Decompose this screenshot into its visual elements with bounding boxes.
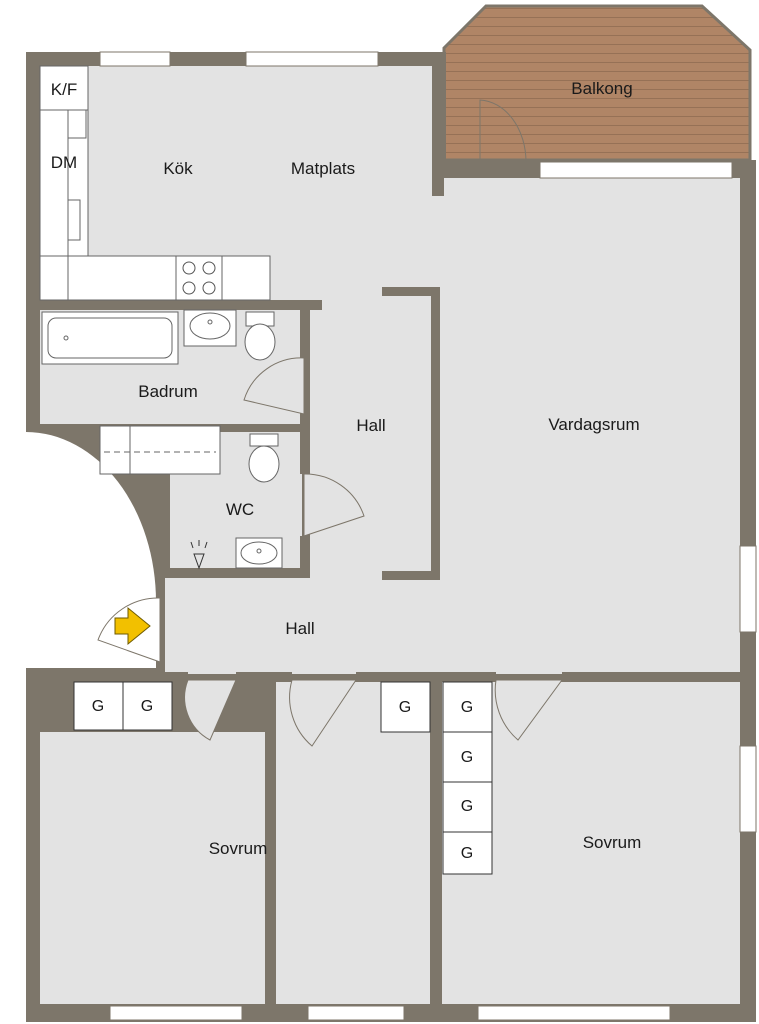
dishwasher-label: DM xyxy=(51,153,77,172)
room-label-kitchen: Kök xyxy=(163,159,193,178)
entrance-door xyxy=(97,597,161,663)
wardrobe-label: G xyxy=(399,699,411,716)
wardrobe-label: G xyxy=(461,798,473,815)
bathroom-toilet-icon xyxy=(244,311,276,361)
ventilation-icon xyxy=(190,540,208,570)
windows xyxy=(99,51,757,1021)
shower-area xyxy=(99,425,221,475)
wardrobe-label: G xyxy=(92,698,104,715)
room-label-bedroom-right: Sovrum xyxy=(583,833,642,852)
kitchen-counter xyxy=(39,65,271,301)
wardrobe-label: G xyxy=(461,699,473,716)
bathtub-icon xyxy=(41,311,179,365)
stove-icon xyxy=(182,261,216,295)
room-label-hall-main: Hall xyxy=(285,619,314,638)
room-label-balcony: Balkong xyxy=(571,79,632,98)
entrance-cutout xyxy=(0,432,156,668)
room-label-bedroom-left: Sovrum xyxy=(209,839,268,858)
wardrobe-label: G xyxy=(461,749,473,766)
wardrobes xyxy=(73,681,493,875)
wardrobe-label: G xyxy=(461,845,473,862)
fridge-freezer-label: K/F xyxy=(51,80,77,99)
room-label-wc: WC xyxy=(226,500,254,519)
entrance-arrow-icon xyxy=(114,606,151,646)
doors xyxy=(184,99,563,747)
room-label-dining: Matplats xyxy=(291,159,355,178)
room-label-bathroom: Badrum xyxy=(138,382,198,401)
wc-toilet-icon xyxy=(248,433,280,483)
room-label-living-room: Vardagsrum xyxy=(548,415,639,434)
room-label-hall-inner: Hall xyxy=(356,416,385,435)
wardrobe-label: G xyxy=(141,698,153,715)
bathroom-sink-icon xyxy=(183,309,237,347)
interior-walls xyxy=(40,60,740,1004)
wc-sink-icon xyxy=(235,537,283,569)
